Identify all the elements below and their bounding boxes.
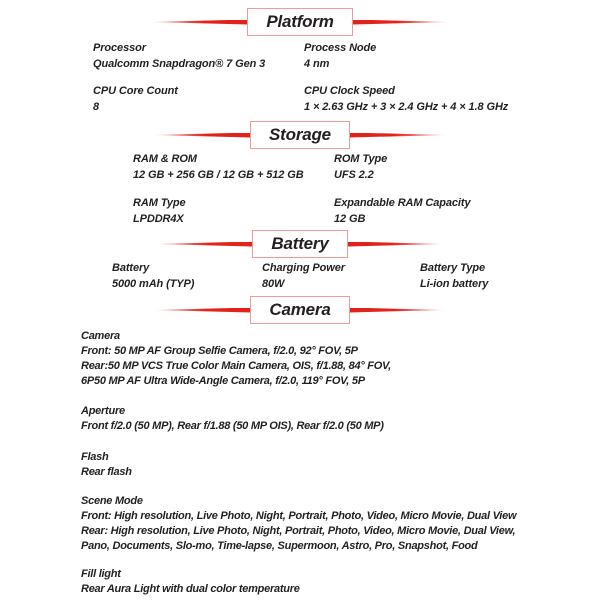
section-title-battery: Battery	[271, 234, 329, 253]
spec-label: Camera	[81, 330, 120, 342]
spec-label: ROM Type	[334, 153, 388, 165]
spec-value: UFS 2.2	[334, 169, 374, 181]
spec-label: Battery Type	[420, 262, 486, 274]
spec-item-expandable-ram: Expandable RAM Capacity 12 GB	[334, 195, 471, 227]
spec-value: 5000 mAh (TYP)	[112, 278, 195, 290]
spec-label: CPU Core Count	[93, 85, 178, 97]
spec-value: 12 GB	[334, 213, 366, 225]
spec-value-line: Front: High resolution, Live Photo, Nigh…	[81, 510, 517, 522]
section-title-camera: Camera	[269, 300, 331, 319]
spec-value-line: Rear flash	[81, 466, 132, 478]
red-taper-line-left	[154, 307, 251, 313]
section-header-camera: Camera	[0, 296, 600, 324]
red-taper-line-left	[156, 241, 252, 247]
spec-item-cpu-core-count: CPU Core Count 8	[93, 83, 178, 115]
spec-item-cpu-clock-speed: CPU Clock Speed 1 × 2.63 GHz + 3 × 2.4 G…	[304, 83, 508, 115]
red-taper-line-right	[349, 132, 446, 138]
spec-value-line: Rear Aura Light with dual color temperat…	[81, 583, 300, 595]
spec-item-battery-type: Battery Type Li-ion battery	[420, 260, 488, 292]
spec-item-processor: Processor Qualcomm Snapdragon® 7 Gen 3	[93, 40, 265, 72]
spec-value-line: 6P50 MP AF Ultra Wide-Angle Camera, f/2.…	[81, 375, 365, 387]
section-header-storage: Storage	[0, 121, 600, 149]
red-taper-line-left	[154, 132, 251, 138]
spec-item-battery: Battery 5000 mAh (TYP)	[112, 260, 194, 292]
section-header-platform: Platform	[0, 8, 600, 36]
spec-value: 4 nm	[304, 58, 330, 70]
spec-label: Aperture	[81, 405, 125, 417]
spec-group-camera: Camera Front: 50 MP AF Group Selfie Came…	[81, 329, 391, 389]
spec-value-line: Rear:50 MP VCS True Color Main Camera, O…	[81, 360, 391, 372]
section-title-box: Battery	[252, 230, 348, 258]
spec-value: Li-ion battery	[420, 278, 489, 290]
spec-group-fill-light: Fill light Rear Aura Light with dual col…	[81, 567, 300, 597]
section-header-battery: Battery	[0, 230, 600, 258]
spec-label: RAM & ROM	[133, 153, 197, 165]
spec-value: Qualcomm Snapdragon® 7 Gen 3	[93, 58, 266, 70]
spec-label: Processor	[93, 42, 146, 54]
spec-value: 12 GB + 256 GB / 12 GB + 512 GB	[133, 169, 304, 181]
spec-value-line: Pano, Documents, Slo-mo, Time-lapse, Sup…	[81, 540, 478, 552]
spec-label: Battery	[112, 262, 150, 274]
spec-value-line: Front: 50 MP AF Group Selfie Camera, f/2…	[81, 345, 358, 357]
spec-value-line: Rear: High resolution, Live Photo, Night…	[81, 525, 516, 537]
section-title-storage: Storage	[269, 125, 331, 144]
section-title-box: Storage	[250, 121, 350, 149]
red-taper-line-left	[151, 19, 248, 25]
spec-value: 80W	[262, 278, 285, 290]
spec-label: Charging Power	[262, 262, 345, 274]
spec-group-flash: Flash Rear flash	[81, 450, 132, 480]
spec-label: Scene Mode	[81, 495, 143, 507]
spec-value: LPDDR4X	[133, 213, 184, 225]
spec-label: RAM Type	[133, 197, 186, 209]
spec-label: Flash	[81, 451, 109, 463]
spec-value: 1 × 2.63 GHz + 3 × 2.4 GHz + 4 × 1.8 GHz	[304, 101, 509, 113]
spec-item-charging-power: Charging Power 80W	[262, 260, 345, 292]
section-title-box: Platform	[247, 8, 353, 36]
spec-label: Expandable RAM Capacity	[334, 197, 471, 209]
section-title-platform: Platform	[266, 12, 334, 31]
spec-item-process-node: Process Node 4 nm	[304, 40, 376, 72]
red-taper-line-right	[349, 307, 446, 313]
red-taper-line-right	[352, 19, 449, 25]
spec-item-rom-type: ROM Type UFS 2.2	[334, 151, 387, 183]
spec-group-scene-mode: Scene Mode Front: High resolution, Live …	[81, 494, 517, 554]
spec-group-aperture: Aperture Front f/2.0 (50 MP), Rear f/1.8…	[81, 404, 384, 434]
spec-label: Process Node	[304, 42, 377, 54]
spec-label: Fill light	[81, 568, 121, 580]
spec-value-line: Front f/2.0 (50 MP), Rear f/1.88 (50 MP …	[81, 420, 384, 432]
spec-label: CPU Clock Speed	[304, 85, 395, 97]
spec-value: 8	[93, 101, 100, 113]
red-taper-line-right	[348, 241, 444, 247]
spec-item-ram-type: RAM Type LPDDR4X	[133, 195, 186, 227]
spec-item-ram-rom: RAM & ROM 12 GB + 256 GB / 12 GB + 512 G…	[133, 151, 304, 183]
section-title-box: Camera	[250, 296, 350, 324]
